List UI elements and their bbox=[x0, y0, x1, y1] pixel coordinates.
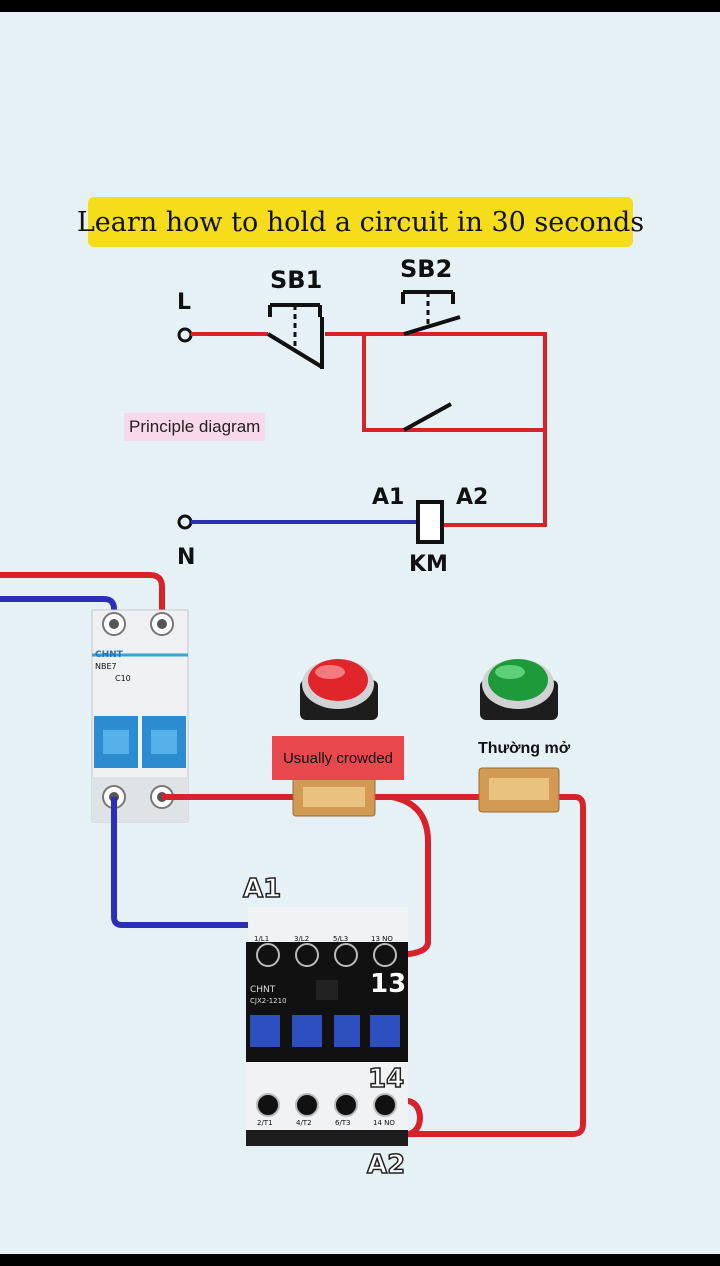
stop-button-label: Usually crowded bbox=[282, 749, 394, 767]
top-terminal-2: 3/L2 bbox=[294, 935, 310, 943]
contactor-model: CJX2-1210 bbox=[250, 997, 287, 1005]
bottom-terminal-1: 2/T1 bbox=[257, 1119, 273, 1127]
title-banner: Learn how to hold a circuit in 30 second… bbox=[77, 197, 644, 247]
bottom-terminal-2: 4/T2 bbox=[296, 1119, 312, 1127]
coil-a1-label: A1 bbox=[372, 485, 405, 510]
schematic bbox=[177, 290, 547, 544]
wiring bbox=[0, 572, 586, 1146]
km-coil-icon bbox=[416, 500, 444, 544]
incoming-neutral-wire bbox=[0, 596, 117, 622]
wiring-a2-label: A2 bbox=[366, 1149, 406, 1181]
breaker-brand: CHNT bbox=[95, 650, 123, 660]
km-holding-contact-icon bbox=[403, 402, 452, 432]
sb2-switch-icon bbox=[401, 290, 461, 336]
sb1-label: SB1 bbox=[270, 266, 323, 294]
start-push-button bbox=[478, 659, 560, 813]
bottom-terminal-4: 14 NO bbox=[373, 1119, 395, 1127]
coil-km-label: KM bbox=[409, 552, 448, 577]
contactor bbox=[246, 907, 408, 1146]
sb1-switch-icon bbox=[266, 303, 324, 369]
schematic-and-wiring-drawing bbox=[0, 290, 586, 1146]
line-label: L bbox=[177, 290, 192, 315]
principle-diagram-label: Principle diagram bbox=[124, 413, 266, 441]
aux-14-label: 14 bbox=[367, 1063, 405, 1095]
contactor-brand: CHNT bbox=[250, 985, 276, 995]
neutral-terminal-icon bbox=[177, 514, 193, 530]
wiring-a1-label: A1 bbox=[242, 873, 282, 905]
diagram-canvas: Learn how to hold a circuit in 30 second… bbox=[0, 12, 720, 1254]
circuit-breaker bbox=[91, 609, 189, 823]
page-title: Learn how to hold a circuit in 30 second… bbox=[76, 206, 645, 238]
coil-a2-label: A2 bbox=[456, 485, 489, 510]
sb2-label: SB2 bbox=[400, 255, 453, 283]
bottom-bar bbox=[0, 1254, 720, 1266]
breaker-rating: C10 bbox=[115, 674, 131, 683]
top-terminal-3: 5/L3 bbox=[333, 935, 349, 943]
breaker-to-a1-wire bbox=[111, 797, 268, 928]
neutral-label: N bbox=[177, 545, 196, 570]
bottom-terminal-3: 6/T3 bbox=[335, 1119, 351, 1127]
breaker-to-buttons-wire bbox=[162, 794, 586, 1137]
holding-branch-wire bbox=[362, 334, 545, 432]
top-terminal-1: 1/L1 bbox=[254, 935, 270, 943]
breaker-model: NBE7 bbox=[95, 662, 117, 671]
top-terminal-4: 13 NO bbox=[371, 935, 393, 943]
line-terminal-icon bbox=[177, 327, 193, 343]
aux-13-label: 13 bbox=[370, 969, 407, 999]
incoming-live-wire bbox=[0, 572, 165, 622]
stop-button-to-13-wire bbox=[391, 794, 431, 958]
stop-button-tag: Usually crowded bbox=[272, 736, 404, 780]
stop-push-button bbox=[292, 659, 378, 817]
start-button-label: Thường mở bbox=[478, 740, 571, 757]
